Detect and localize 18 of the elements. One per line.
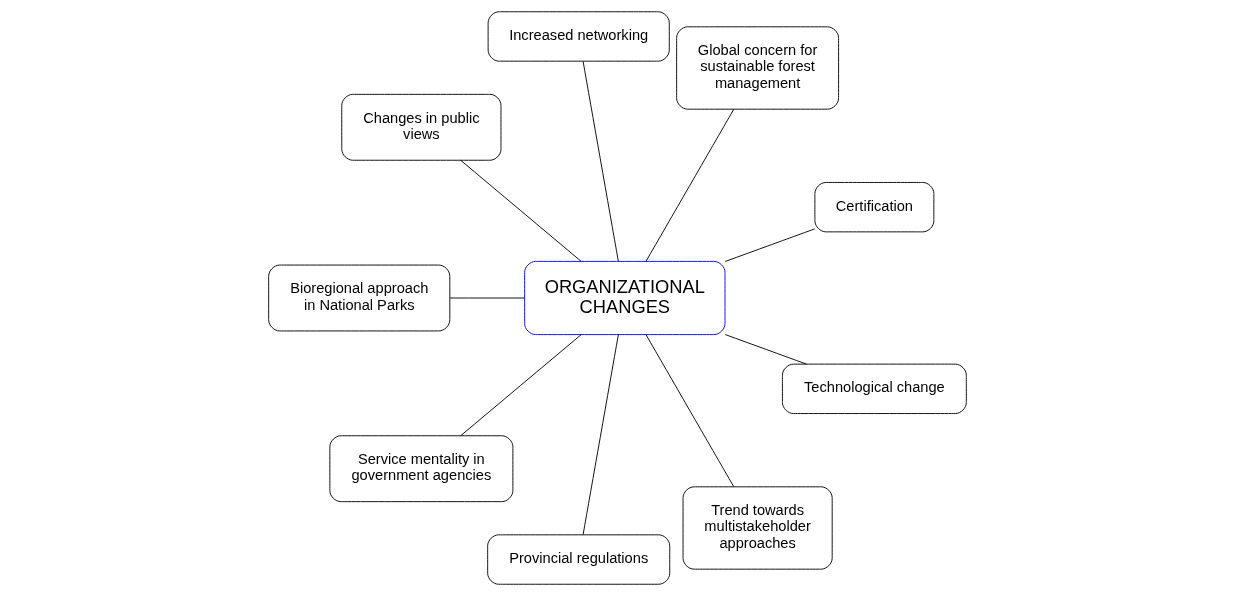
node-box: Provincial regulations	[486, 534, 670, 585]
connector	[582, 334, 619, 535]
node-box: Bioregional approach in National Parks	[267, 264, 450, 332]
node-box: Technological change	[781, 363, 967, 414]
node-box: Increased networking	[487, 11, 670, 62]
node-box: ORGANIZATIONAL CHANGES	[523, 260, 725, 336]
node-box: Certification	[813, 182, 934, 233]
node-box: Changes in public views	[340, 93, 501, 161]
connector	[459, 334, 582, 437]
node-box: Trend towards multistakeholder approaches	[682, 486, 833, 570]
node-box: Service mentality in government agencies	[328, 435, 513, 503]
connector	[645, 108, 734, 262]
connector	[459, 159, 582, 262]
connector	[724, 334, 807, 365]
connector	[582, 61, 619, 262]
node-box: Global concern for sustainable forest management	[675, 26, 839, 110]
connector	[645, 334, 734, 488]
connector	[724, 228, 815, 262]
